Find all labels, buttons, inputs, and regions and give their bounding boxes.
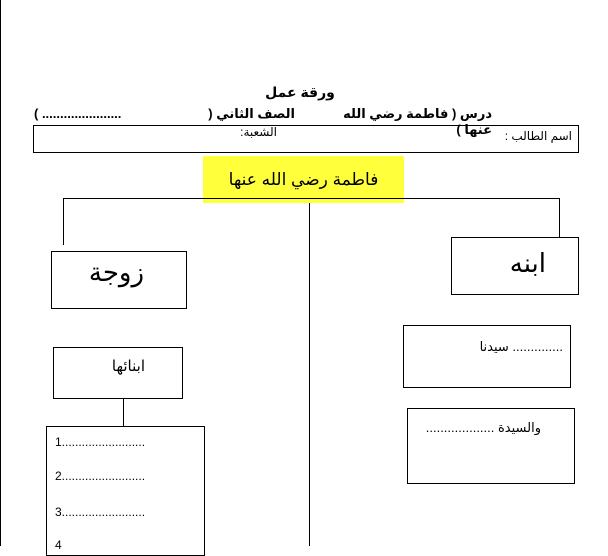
children-heading-box: ابنائها — [53, 347, 183, 399]
worksheet-title: ورقة عمل — [265, 84, 335, 100]
child-item-4: 4 — [55, 538, 62, 552]
wife-heading-box: زوجة — [51, 251, 187, 309]
mother-slot-box: والسيدة ................... — [407, 408, 575, 484]
child-item-2: 2......................... — [55, 469, 146, 483]
son-heading-box: ابنه — [451, 237, 579, 295]
father-slot-box: .............. سيدنا — [403, 325, 571, 388]
children-heading-label: ابنائها — [111, 358, 145, 375]
son-heading-label: ابنه — [509, 248, 546, 278]
student-info-box — [33, 125, 579, 153]
grade-label: الصف الثاني ( — [208, 106, 295, 121]
child-item-1: 1......................... — [55, 435, 146, 449]
student-name-label: اسم الطالب : — [504, 129, 572, 143]
mother-slot-text: والسيدة ................... — [425, 420, 541, 435]
center-title-box: فاطمة رضي الله عنها — [203, 156, 404, 203]
child-item-3: 3......................... — [55, 505, 146, 519]
page-left-edge — [0, 0, 1, 546]
branch-left-drop — [63, 198, 64, 245]
children-connector-line — [123, 399, 124, 426]
children-list-box: 1......................... 2............… — [46, 426, 205, 556]
grade-blank: ( ...................... — [34, 106, 122, 121]
father-slot-text: .............. سيدنا — [479, 339, 563, 354]
section-label: الشعبة: — [240, 125, 277, 139]
branch-horizontal-line — [63, 198, 560, 199]
wife-heading-label: زوجة — [88, 257, 144, 287]
center-trunk-line — [309, 203, 310, 546]
branch-right-drop — [559, 198, 560, 238]
